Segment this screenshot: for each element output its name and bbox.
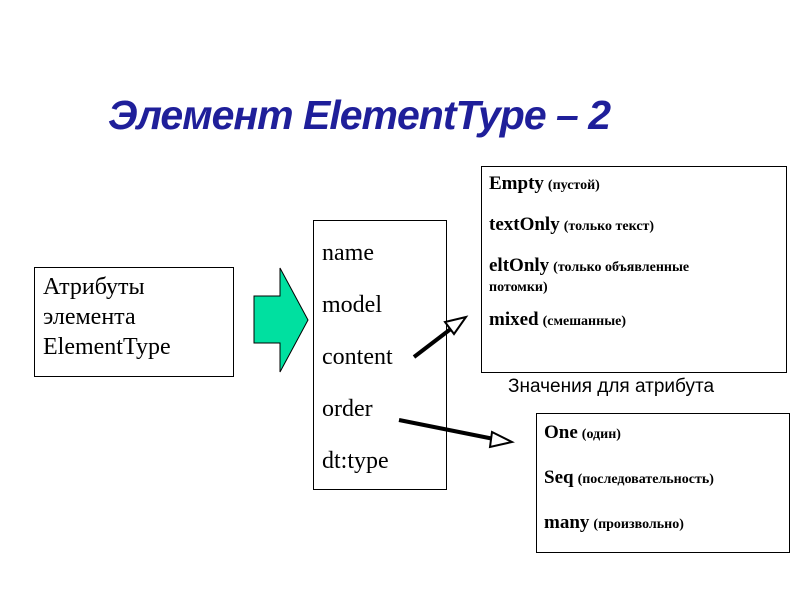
arrow-icon xyxy=(412,315,469,359)
attributes-line-3: ElementType xyxy=(43,334,171,360)
content-value-eltonly: eltOnly (только объявленные потомки) xyxy=(489,255,783,297)
property-content: content xyxy=(322,344,393,370)
content-value-keyword: Empty xyxy=(489,173,544,194)
property-name: name xyxy=(322,240,374,266)
content-values-box: Empty (пустой) textOnly (только текст) e… xyxy=(481,166,787,373)
values-caption: Значения для атрибута xyxy=(508,376,715,397)
order-value-desc: (произвольно) xyxy=(593,517,684,532)
order-value-seq: Seq (последовательность) xyxy=(544,467,789,491)
properties-box: name model content order dt:type xyxy=(313,220,447,490)
order-value-desc: (один) xyxy=(581,427,621,442)
order-value-keyword: Seq xyxy=(544,467,574,488)
content-value-desc: (только текст) xyxy=(563,219,655,234)
content-value-desc: (только объявленные xyxy=(553,260,690,275)
content-value-textonly: textOnly (только текст) xyxy=(489,214,786,238)
content-value-keyword: mixed xyxy=(489,309,539,330)
property-order: order xyxy=(322,396,373,422)
right-arrow-icon xyxy=(253,267,309,373)
order-value-one: One (один) xyxy=(544,422,789,446)
order-value-keyword: many xyxy=(544,512,590,533)
order-value-keyword: One xyxy=(544,422,578,443)
content-value-keyword: textOnly xyxy=(489,214,560,235)
attributes-box: Атрибуты элемента ElementType xyxy=(34,267,234,377)
content-value-desc: (пустой) xyxy=(547,178,600,193)
content-value-desc-line2: потомки) xyxy=(489,280,548,295)
order-value-many: many (произвольно) xyxy=(544,512,789,536)
content-value-keyword: eltOnly xyxy=(489,255,550,276)
content-value-desc: (смешанные) xyxy=(542,314,626,329)
attributes-line-2: элемента xyxy=(43,304,136,330)
property-model: model xyxy=(322,292,382,318)
arrow-icon xyxy=(398,418,515,449)
property-dt-type: dt:type xyxy=(322,448,389,474)
content-value-empty: Empty (пустой) xyxy=(489,173,786,197)
order-values-box: One (один) Seq (последовательность) many… xyxy=(536,413,790,553)
order-value-desc: (последовательность) xyxy=(577,472,714,487)
attributes-line-1: Атрибуты xyxy=(43,274,145,300)
page-title: Элемент ElementType – 2 xyxy=(108,92,611,138)
content-value-mixed: mixed (смешанные) xyxy=(489,309,786,333)
